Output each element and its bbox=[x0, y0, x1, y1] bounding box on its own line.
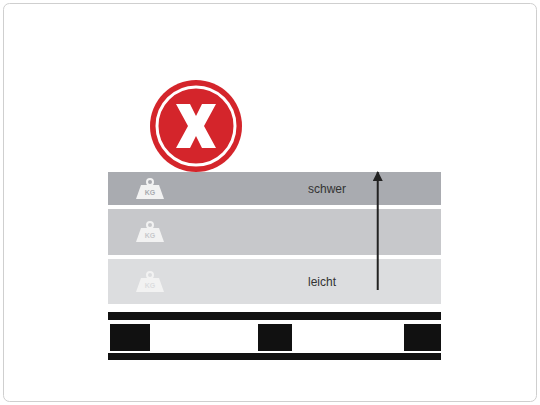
load-layer: KG schwer bbox=[108, 172, 441, 205]
weight-handle bbox=[147, 222, 153, 228]
edge-layer bbox=[377, 172, 378, 290]
pallet bbox=[108, 312, 441, 360]
card-border bbox=[4, 4, 537, 402]
weight-body bbox=[136, 185, 164, 199]
x-mark bbox=[176, 104, 216, 148]
layer-label: schwer bbox=[308, 182, 346, 196]
weight-body bbox=[136, 278, 164, 292]
weight-body bbox=[136, 228, 164, 242]
direction-arrow bbox=[377, 172, 379, 290]
weight-handle bbox=[147, 272, 153, 278]
pallet-block bbox=[258, 324, 292, 351]
weight-label: KG bbox=[136, 232, 164, 240]
weight-label: KG bbox=[136, 189, 164, 197]
red-circle bbox=[150, 80, 242, 172]
weight-label: KG bbox=[136, 282, 164, 290]
layer-label: leicht bbox=[308, 275, 336, 289]
white-ring bbox=[157, 87, 235, 165]
weight-handle bbox=[147, 179, 153, 185]
load-layer: KG leicht bbox=[108, 259, 441, 304]
load-layer: KG bbox=[108, 209, 441, 255]
pallet-block bbox=[404, 324, 441, 351]
pallet-block bbox=[110, 324, 150, 351]
pallet-top-board bbox=[108, 312, 441, 320]
wrong-symbol bbox=[150, 80, 242, 172]
pallet-bottom-board bbox=[108, 353, 441, 360]
